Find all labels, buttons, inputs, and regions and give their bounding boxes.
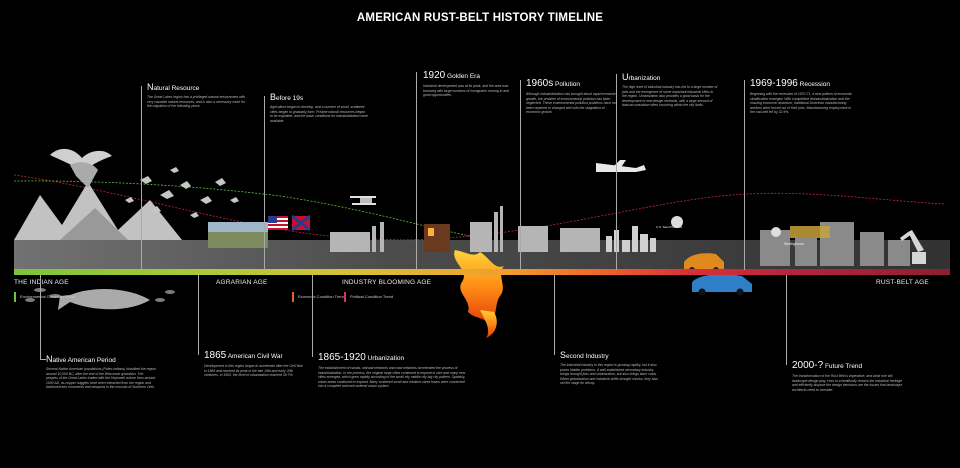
annotation-urbanization: Urbanization The high level of industria…	[622, 72, 718, 108]
age-rustbelt: RUST-BELT AGE	[876, 279, 929, 286]
connector-natural	[141, 86, 142, 270]
annotation-head: 2000-? Future Trend	[792, 360, 863, 371]
annotation-head: Before 19s	[270, 92, 304, 102]
annotation-desc: Several Native American populations (Pal…	[46, 367, 156, 390]
industrial-silhouettes	[330, 206, 600, 252]
airplane	[596, 160, 646, 172]
annotation-golden-era: 1920 Golden Era Industrial development w…	[423, 70, 513, 98]
vintage-car-blue	[692, 274, 752, 296]
annotation-desc: The establishment of canals, railroad ne…	[318, 366, 466, 389]
biplane	[350, 196, 376, 205]
annotation-head: 1920 Golden Era	[423, 70, 480, 81]
annotation-desc: Agriculture began to develop, and a numb…	[270, 105, 368, 123]
environment-trend-line	[13, 180, 471, 237]
factory-silhouettes	[760, 222, 910, 266]
annotation-urbanization-1865: 1865-1920 Urbanization The establishment…	[318, 352, 466, 389]
connector-future	[786, 275, 787, 365]
annotation-head: Natural Resource	[147, 82, 200, 92]
legend-environmental: Environmental Condition Trend	[14, 292, 75, 302]
age-agrarian: AGRARIAN AGE	[216, 279, 268, 286]
annotation-head: Native American Period	[46, 354, 116, 364]
age-indian: THE INDIAN AGE	[14, 279, 69, 286]
connector-second-industry	[554, 275, 555, 355]
annotation-desc: Development in this region began to acce…	[204, 364, 303, 378]
annotation-desc: The high level of industrial industry ha…	[622, 85, 718, 108]
annotation-native-american: Native American Period Several Native Am…	[46, 354, 156, 390]
robot-arm	[900, 230, 926, 264]
annotation-pollution: 1960s Pollution Although industrializati…	[526, 78, 618, 115]
page-title: AMERICAN RUST-BELT HISTORY TIMELINE	[356, 12, 604, 24]
annotation-head: 1960s Pollution	[526, 78, 580, 89]
westinghouse-label: Westinghouse	[784, 242, 805, 246]
timeline-band	[14, 269, 950, 275]
annotation-desc: The industrial industry in this region i…	[560, 363, 659, 386]
connector-pollution	[520, 80, 521, 270]
connector-native	[40, 275, 41, 359]
confederate-flag	[291, 214, 311, 232]
age-industry: INDUSTRY BLOOMING AGE	[342, 279, 432, 286]
annotation-before-19s: Before 19s Agriculture began to develop,…	[270, 92, 368, 123]
annotation-head: 1865-1920 Urbanization	[318, 352, 405, 363]
us-steel-label: U.S. Steel Products	[656, 225, 683, 229]
connector-urbanization	[616, 74, 617, 270]
annotation-head: 1865 American Civil War	[204, 350, 283, 361]
legend-political: Political Condition Trend	[344, 292, 393, 302]
annotation-civil-war: 1865 American Civil War Development in t…	[204, 350, 306, 378]
annotation-second-industry: Second Industry The industrial industry …	[560, 350, 660, 386]
us-flag	[268, 216, 288, 230]
annotation-desc: Industrial development was at its peak, …	[423, 84, 509, 98]
annotation-head: Urbanization	[622, 72, 661, 82]
annotation-future: 2000-? Future Trend The transformation o…	[792, 360, 904, 392]
connector-golden	[416, 72, 417, 270]
annotation-desc: Beginning with the recession of 1970-71,…	[750, 92, 852, 115]
connector-before19s	[264, 96, 265, 270]
annotation-desc: Although industrialization has brought a…	[526, 92, 617, 115]
nature-illustration	[14, 148, 239, 310]
annotation-desc: The transformation of the Rust Belt is i…	[792, 374, 903, 392]
connector-urbanization1865	[312, 275, 313, 357]
connector-recession	[744, 80, 745, 270]
annotation-recession: 1969-1996 Recession Beginning with the r…	[750, 78, 852, 115]
connector-civilwar	[198, 275, 199, 355]
annotation-head: 1969-1996 Recession	[750, 78, 830, 89]
annotation-head: Second Industry	[560, 350, 609, 360]
annotation-natural-resource: Natural Resource The Great Lakes region …	[147, 82, 247, 109]
tick-native	[40, 359, 46, 360]
annotation-desc: The Great Lakes region has a privileged …	[147, 95, 246, 109]
legend-economic: Economic Condition Trend	[292, 292, 345, 302]
